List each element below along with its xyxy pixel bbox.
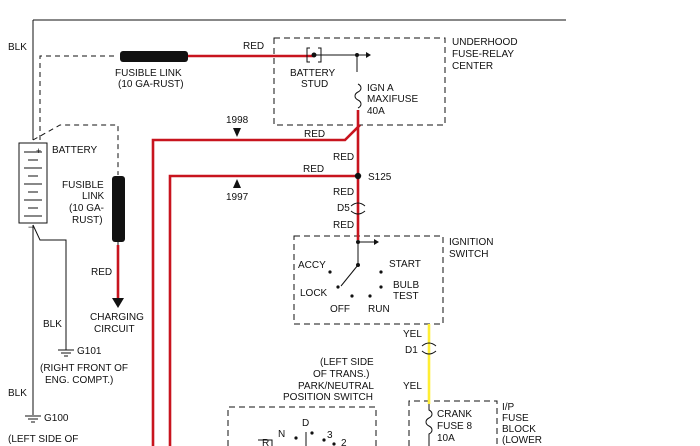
label-fusible-link-left-2: LINK xyxy=(82,191,105,202)
label-ignition-2: SWITCH xyxy=(449,249,488,260)
label-charging-2: CIRCUIT xyxy=(94,324,135,335)
label-run: RUN xyxy=(368,304,390,315)
svg-text:−: − xyxy=(28,222,33,232)
label-ip-1: I/P xyxy=(502,402,515,413)
red-wire-1998 xyxy=(151,124,361,446)
label-fusible-link-left-1: FUSIBLE xyxy=(62,180,104,191)
label-blk-g101: BLK xyxy=(43,319,62,330)
s125-splice-dot xyxy=(354,172,362,180)
label-ign-a-1: IGN A xyxy=(367,83,394,94)
ignition-switch-box xyxy=(293,235,444,325)
label-accy: ACCY xyxy=(298,260,326,271)
label-yel-top: YEL xyxy=(403,329,422,340)
label-g101-loc-2: ENG. COMPT.) xyxy=(45,375,113,386)
battery-symbol: + − xyxy=(18,142,48,232)
label-fusible-link-top-1: FUSIBLE LINK xyxy=(115,68,182,79)
label-fusible-link-top-2: (10 GA-RUST) xyxy=(118,79,184,90)
label-ign-a-3: 40A xyxy=(367,106,385,117)
charging-circuit-arrow xyxy=(112,298,124,308)
underhood-fuse-relay-center-box xyxy=(273,37,446,126)
label-off: OFF xyxy=(330,304,350,315)
label-s125: S125 xyxy=(368,172,392,183)
label-red-top: RED xyxy=(243,41,264,52)
label-blk-g100: BLK xyxy=(8,388,27,399)
red-wire-1997 xyxy=(168,174,358,446)
label-gear-r: R xyxy=(262,438,269,446)
label-battery-stud-2: STUD xyxy=(301,79,328,90)
label-crank-1: CRANK xyxy=(437,409,472,420)
crank-fuse-symbol xyxy=(425,404,433,446)
label-red-1998: RED xyxy=(304,129,325,140)
d5-connector-symbol xyxy=(350,202,366,215)
label-d1: D1 xyxy=(405,345,418,356)
battery-stud-symbol xyxy=(306,47,371,72)
label-bulb-2: TEST xyxy=(393,291,419,302)
label-ign-a-2: MAXIFUSE xyxy=(367,94,418,105)
ign-a-maxifuse-symbol xyxy=(354,83,362,109)
label-park-1: (LEFT SIDE xyxy=(320,357,374,368)
d1-connector-symbol xyxy=(421,342,437,355)
arrow-1997 xyxy=(233,179,241,188)
label-underhood-1: UNDERHOOD xyxy=(452,37,518,48)
label-gear-3: 3 xyxy=(327,430,333,441)
label-red-d5-above: RED xyxy=(333,187,354,198)
label-d5: D5 xyxy=(337,203,350,214)
label-g100-loc: (LEFT SIDE OF xyxy=(8,434,78,445)
label-start: START xyxy=(389,259,421,270)
label-gear-n: N xyxy=(278,429,285,440)
label-ignition-1: IGNITION xyxy=(449,237,493,248)
label-park-2: OF TRANS.) xyxy=(313,369,369,380)
label-charging-1: CHARGING xyxy=(90,312,144,323)
label-red-1997: RED xyxy=(303,164,324,175)
label-red-s125-up: RED xyxy=(333,152,354,163)
label-underhood-2: FUSE-RELAY xyxy=(452,49,514,60)
label-fusible-link-left-3: (10 GA- xyxy=(69,203,104,214)
label-crank-3: 10A xyxy=(437,433,455,444)
label-yel-bottom: YEL xyxy=(403,381,422,392)
label-blk-top: BLK xyxy=(8,42,27,53)
ignition-switch-contacts xyxy=(328,239,383,298)
label-crank-2: FUSE 8 xyxy=(437,421,472,432)
fusible-link-left xyxy=(112,176,125,242)
label-g101: G101 xyxy=(77,346,102,357)
label-g101-loc-1: (RIGHT FRONT OF xyxy=(40,363,128,374)
blk-wire-top-left xyxy=(32,19,566,140)
park-neutral-switch-box xyxy=(227,406,377,446)
label-gear-d: D xyxy=(302,418,309,429)
label-underhood-3: CENTER xyxy=(452,61,493,72)
arrow-1998 xyxy=(233,128,241,137)
label-year-1998: 1998 xyxy=(226,115,249,126)
label-red-charging: RED xyxy=(91,267,112,278)
ip-fuse-block-box xyxy=(408,400,498,446)
blk-wire-g101 xyxy=(32,224,67,350)
label-ip-2: FUSE xyxy=(502,413,529,424)
label-park-3: PARK/NEUTRAL xyxy=(298,381,374,392)
label-fusible-link-left-4: RUST) xyxy=(72,215,103,226)
label-g100: G100 xyxy=(44,413,69,424)
label-year-1997: 1997 xyxy=(226,192,249,203)
label-gear-2: 2 xyxy=(341,438,347,446)
label-ip-3: BLOCK xyxy=(502,424,536,435)
label-ip-4: (LOWER xyxy=(502,435,542,446)
svg-text:+: + xyxy=(36,146,41,156)
g101-ground-symbol xyxy=(58,349,74,357)
label-park-4: POSITION SWITCH xyxy=(283,392,373,403)
label-battery-stud-1: BATTERY xyxy=(290,68,336,79)
label-bulb-1: BULB xyxy=(393,280,419,291)
label-red-d5-below: RED xyxy=(333,220,354,231)
park-neutral-switch-contacts xyxy=(258,431,336,446)
dashed-wire-top xyxy=(39,55,118,140)
fusible-link-top xyxy=(120,51,188,62)
label-battery: BATTERY xyxy=(52,145,98,156)
label-lock: LOCK xyxy=(300,288,328,299)
g100-ground-symbol xyxy=(25,415,41,423)
